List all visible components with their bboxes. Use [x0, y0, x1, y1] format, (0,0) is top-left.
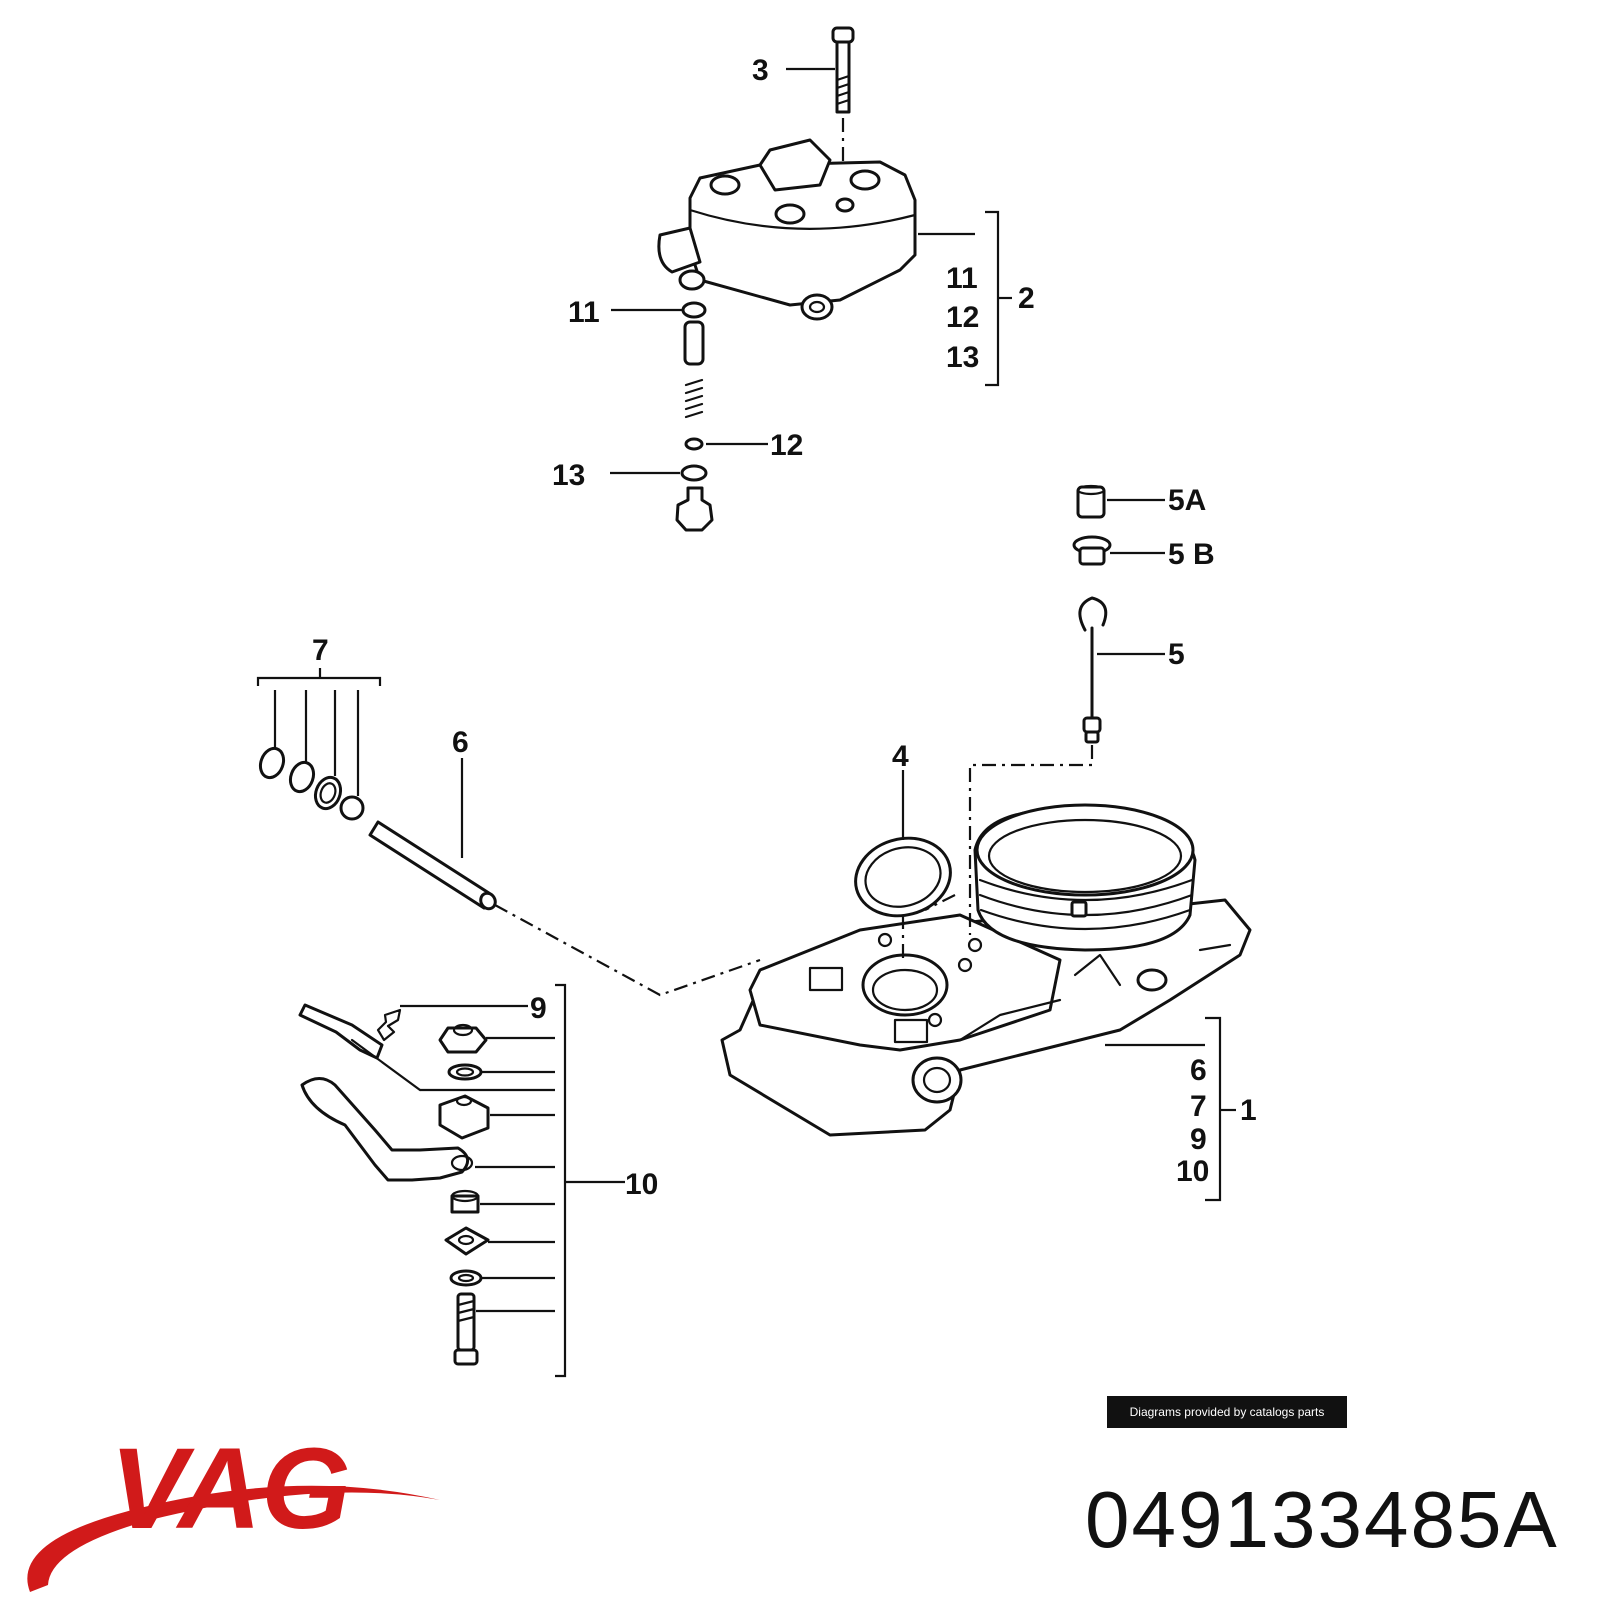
callout-2-sub-13: 13	[946, 341, 979, 374]
diagram-credit: Diagrams provided by catalogs parts	[1107, 1396, 1347, 1428]
callout-12: 12	[770, 429, 803, 462]
callout-5b: 5 B	[1168, 538, 1215, 571]
part-number: 049133485A	[1085, 1475, 1559, 1564]
callout-13: 13	[552, 459, 585, 492]
callout-1-sub-6: 6	[1190, 1054, 1207, 1087]
valve-stack	[675, 301, 714, 532]
logo-swoosh	[27, 1485, 440, 1592]
callout-11: 11	[568, 296, 600, 329]
ring-set-7	[258, 746, 365, 821]
linkage-parts	[298, 1003, 490, 1366]
callout-6: 6	[452, 726, 469, 759]
housing-body	[657, 138, 917, 321]
callout-2-sub-11: 11	[946, 262, 978, 295]
callout-1: 1	[1240, 1094, 1257, 1127]
callout-labels: 3 2 11 12 13 11 12 13 5A 5 B 5 4 7 6 9 1…	[312, 54, 1257, 1201]
logo-text: VAG	[110, 1425, 351, 1553]
callout-1-sub-10: 10	[1176, 1155, 1209, 1188]
bolt-3	[831, 26, 855, 200]
cap-5a	[1076, 484, 1106, 519]
callout-4: 4	[892, 740, 909, 773]
plunger-parts	[1072, 484, 1112, 744]
clip-9	[376, 1008, 402, 1042]
dipstick-5	[1078, 596, 1108, 744]
callout-2: 2	[1018, 282, 1035, 315]
leader-lines	[256, 67, 1236, 1378]
callout-9: 9	[530, 992, 547, 1025]
callout-1-sub-7: 7	[1190, 1090, 1207, 1123]
plug-5b	[1072, 535, 1112, 566]
seal-ring-4	[854, 836, 952, 918]
main-housing-1	[720, 803, 1252, 1137]
vag-logo: VAG	[27, 1425, 440, 1592]
callout-10: 10	[625, 1168, 658, 1201]
callout-2-sub-12: 12	[946, 301, 979, 334]
callout-5a: 5A	[1168, 484, 1206, 517]
callout-7: 7	[312, 634, 329, 667]
callout-3: 3	[752, 54, 769, 87]
callout-5: 5	[1168, 638, 1185, 671]
callout-1-sub-9: 9	[1190, 1123, 1207, 1156]
pin-6	[368, 820, 761, 997]
upper-housing-assembly	[657, 26, 917, 532]
